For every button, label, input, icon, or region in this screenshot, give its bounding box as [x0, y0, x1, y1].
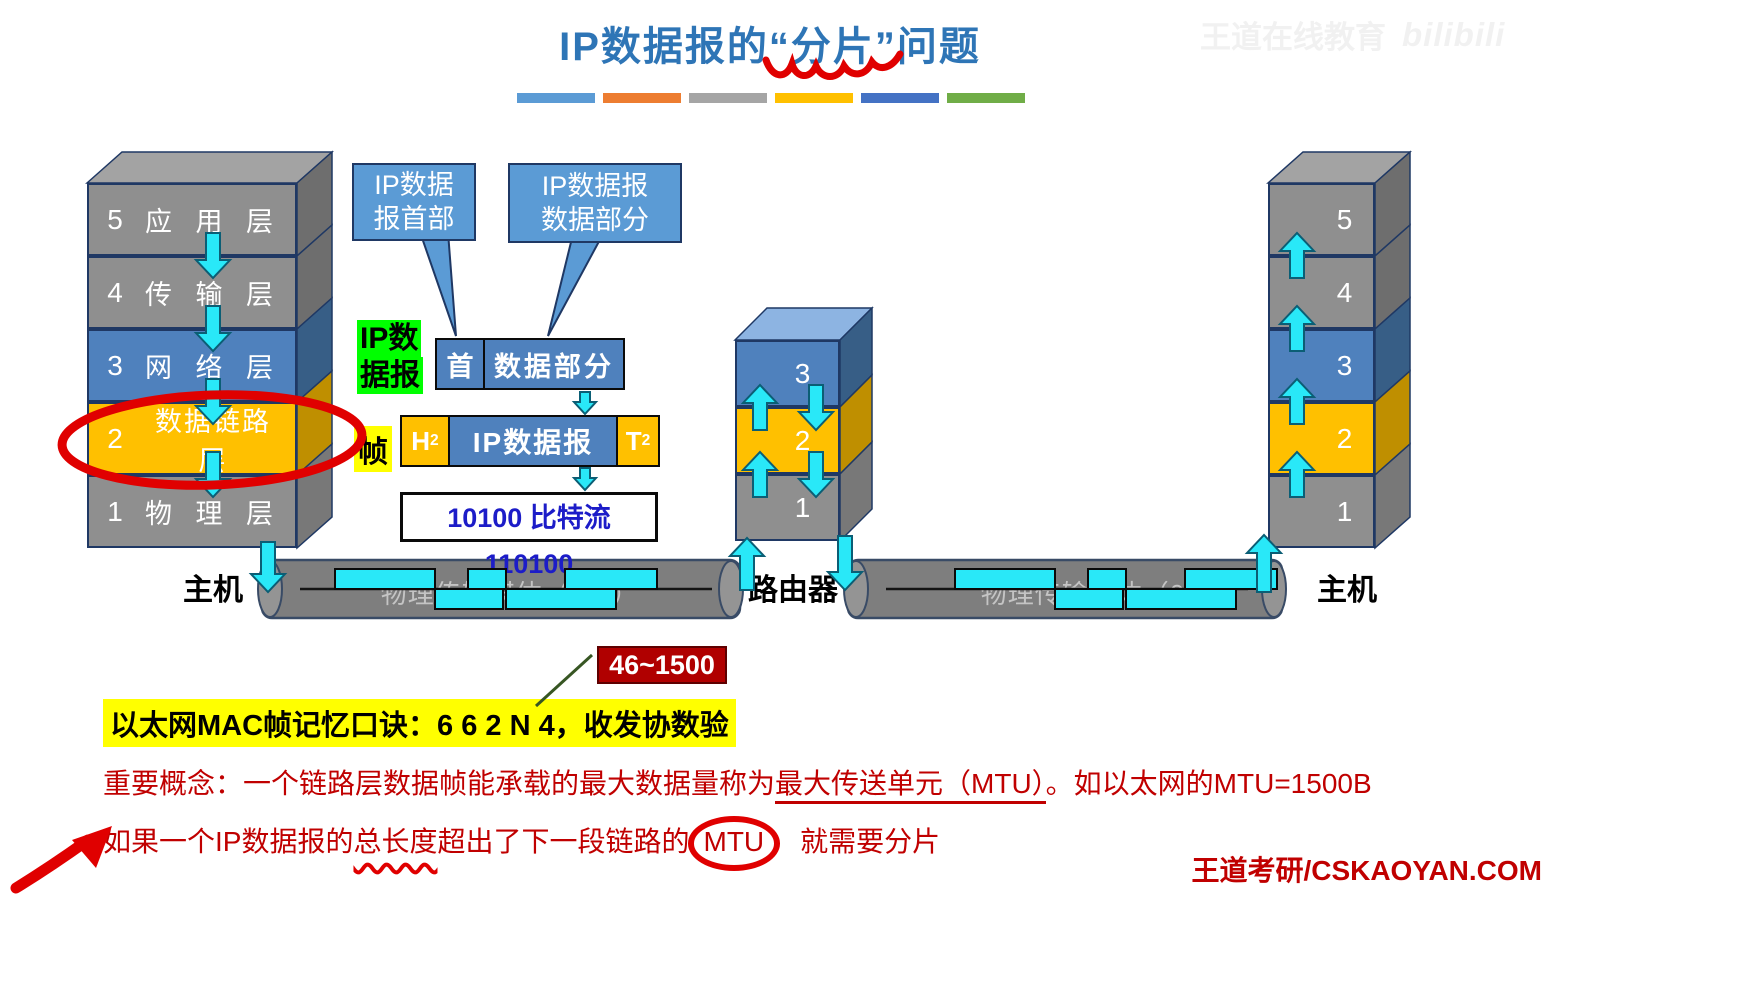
mtu-concept-line: 重要概念：一个链路层数据帧能承载的最大数据量称为最大传送单元（MTU）。如以太网…: [103, 762, 1372, 804]
left-layer-1-physical: 1 物 理 层: [87, 475, 297, 548]
layer-label: 传 输 层: [144, 280, 281, 310]
layer-number: 3: [794, 357, 811, 389]
layer-number: 4: [107, 276, 123, 308]
layer-label: 应 用 层: [144, 207, 281, 237]
layer-number: 3: [1336, 349, 1353, 381]
fragment-text: 超出了下一段链路的: [437, 826, 690, 857]
watermark-channel: 王道在线教育: [1200, 20, 1386, 55]
datagram-header-cell: 首: [437, 340, 485, 388]
callout-line: 数据部分: [541, 205, 649, 235]
layer-number: 5: [107, 203, 123, 235]
right-layer-3: 3: [1268, 329, 1375, 402]
layer-number: 3: [107, 349, 123, 381]
fragment-conclusion: 就需要分片: [800, 826, 941, 857]
layer-number: 2: [107, 422, 123, 454]
right-stack-3d-faces: [1266, 150, 1412, 550]
concept-suffix: 。如以太网的MTU=1500B: [1045, 768, 1372, 799]
mac-mnemonic-highlight: 以太网MAC帧记忆口诀：6 6 2 N 4，收发协数验: [103, 699, 736, 747]
right-layer-5: 5: [1268, 183, 1375, 256]
page-title: IP数据报的“分片”问题: [559, 25, 981, 69]
ip-datagram-tag-line: IP数: [357, 320, 422, 357]
right-layer-2: 2: [1268, 402, 1375, 475]
bitstream-box: 10100 比特流 110100: [400, 492, 658, 579]
layer-number: 5: [1336, 203, 1353, 235]
left-layer-5-application: 5 应 用 层: [87, 183, 297, 256]
left-host-label: 主机: [183, 574, 243, 607]
layer-number: 2: [1336, 422, 1353, 454]
right-host-stack: 5 4 3 2 1: [1268, 183, 1375, 548]
accent-bar-3: [689, 93, 767, 103]
left-media-label: 物理传输媒体（0层）: [380, 579, 640, 609]
layer-label: 网 络 层: [144, 353, 281, 383]
callout-line: IP数据: [374, 170, 454, 200]
layer-number: 1: [107, 495, 123, 527]
callout-line: 报首部: [373, 204, 455, 234]
layer-number: 2: [794, 424, 811, 456]
layer-number: 1: [794, 491, 811, 523]
mtu-range-box: 46~1500: [597, 646, 727, 684]
left-layer-4-transport: 4 传 输 层: [87, 256, 297, 329]
layer-label: 物 理 层: [144, 499, 281, 529]
fragment-total-length: 总长度: [353, 826, 438, 857]
router-layer-1: 1: [735, 474, 840, 541]
concept-prefix: 重要概念：一个链路层数据帧能承载的最大数据量称为: [103, 768, 776, 799]
brand-footer: 王道考研/CSKAOYAN.COM: [1191, 855, 1542, 886]
right-host-label: 主机: [1317, 574, 1377, 607]
layer-number: 4: [1336, 276, 1353, 308]
datagram-data-cell: 数据部分: [494, 351, 614, 382]
router-label: 路由器: [748, 574, 838, 607]
accent-bar-4: [775, 93, 853, 103]
bilibili-logo: bilibili: [1402, 15, 1506, 53]
callout-ip-data: IP数据报 数据部分: [508, 163, 682, 243]
ip-datagram-tag: IP数 据报: [357, 320, 423, 394]
right-layer-1: 1: [1268, 475, 1375, 548]
frame-tag: 帧: [354, 426, 392, 472]
router-3d-faces: [733, 306, 874, 543]
router-layer-3: 3: [735, 340, 840, 407]
layer-number: 1: [1336, 495, 1353, 527]
left-layer-3-network: 3 网 络 层: [87, 329, 297, 402]
right-media-label: 物理传输媒体（0层）: [980, 579, 1240, 609]
right-layer-4: 4: [1268, 256, 1375, 329]
left-host-stack: 5 应 用 层 4 传 输 层 3 网 络 层 2 数据链路层 1 物 理 层: [87, 183, 297, 548]
ip-datagram-box: 首 数据部分: [435, 338, 625, 390]
callout-ip-header: IP数据 报首部: [352, 163, 476, 241]
watermark: 王道在线教育 bilibili: [1200, 12, 1600, 57]
callout-tails: [418, 231, 605, 337]
frame-body-cell: IP数据报: [450, 417, 616, 465]
left-layer-2-datalink: 2 数据链路层: [87, 402, 297, 476]
router-layer-2: 2: [735, 407, 840, 474]
router-stack: 3 2 1: [735, 340, 840, 541]
concept-underlined-mtu: 最大传送单元（MTU）: [775, 768, 1046, 804]
ip-datagram-tag-line: 据报: [357, 357, 423, 394]
callout-line: IP数据报: [541, 171, 649, 201]
accent-bar-1: [517, 93, 595, 103]
accent-bar-2: [603, 93, 681, 103]
fragment-text: 如果一个IP数据报的: [103, 826, 354, 857]
accent-bar-5: [861, 93, 939, 103]
fragment-mtu-circled: MTU: [687, 816, 781, 871]
accent-bar-6: [947, 93, 1025, 103]
layer-label: 数据链路层: [155, 406, 271, 476]
